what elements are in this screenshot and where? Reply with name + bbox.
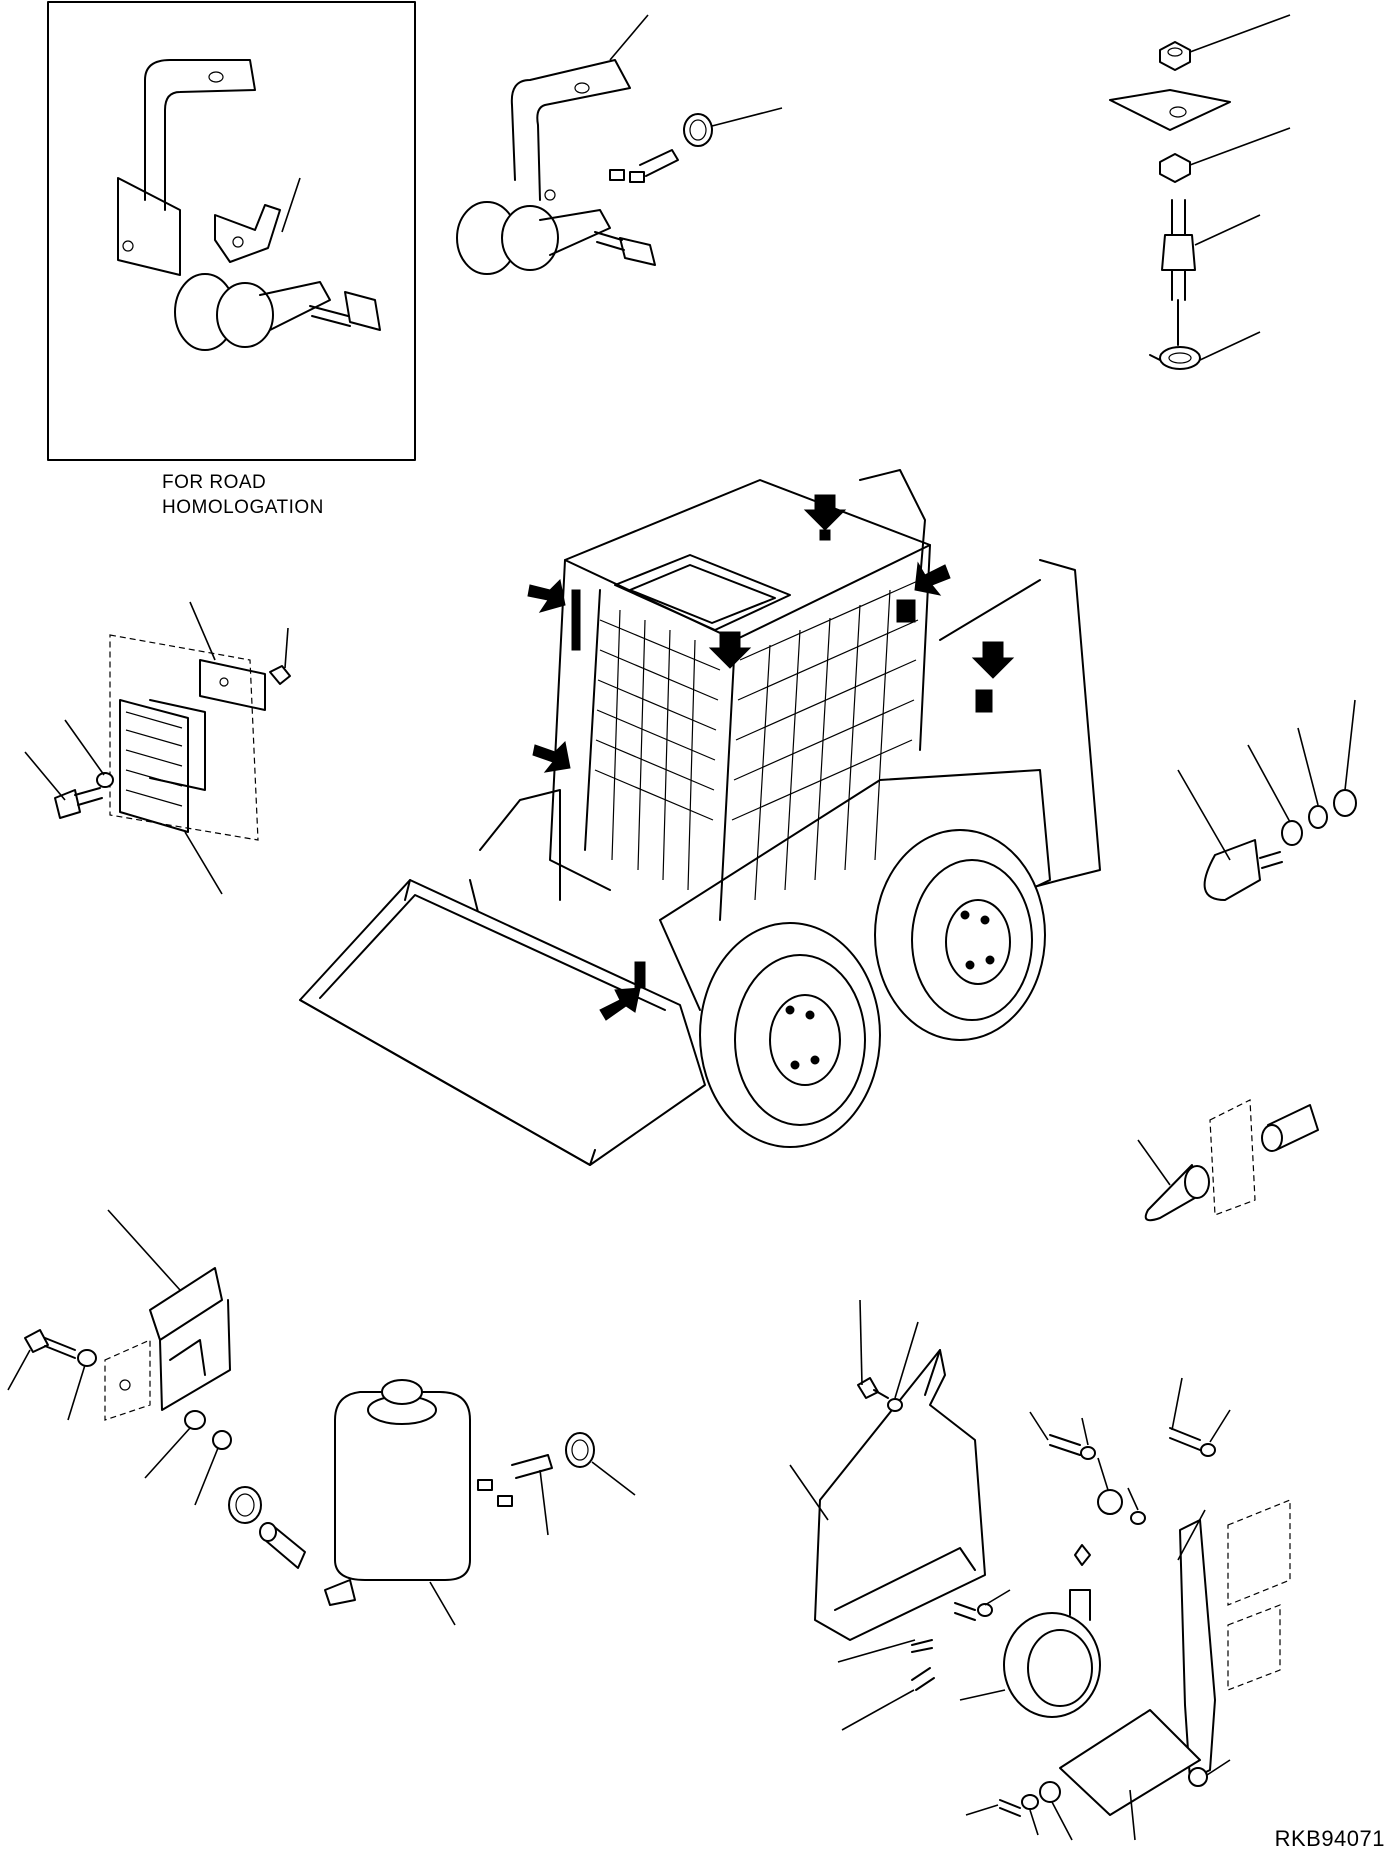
reflector-plate-left xyxy=(24,601,291,895)
inset-caption-line2: HOMOLOGATION xyxy=(162,497,324,518)
inset-caption: FOR ROAD HOMOLOGATION xyxy=(162,470,324,520)
rear-wheel xyxy=(874,829,1046,1041)
road-homologation-inset xyxy=(47,1,416,461)
washer-tank xyxy=(228,1379,636,1626)
diagram-reference-code: RKB94071 xyxy=(1274,1826,1385,1851)
horn-assembly-top xyxy=(456,14,783,275)
sensor-stack-top-right xyxy=(1109,14,1291,370)
cab-grill-left xyxy=(594,609,721,891)
inset-caption-line1: FOR ROAD xyxy=(162,472,267,493)
motor-cover-assembly xyxy=(789,1299,1291,1841)
bracket-bottom-left xyxy=(7,1209,232,1506)
beacon-light-right xyxy=(1177,699,1357,901)
cone-sleeve-right xyxy=(1137,1099,1319,1222)
cab-grill-right xyxy=(731,579,921,901)
location-arrows xyxy=(527,494,1015,1021)
front-wheel xyxy=(699,922,881,1148)
skid-steer-loader xyxy=(299,469,1101,1166)
